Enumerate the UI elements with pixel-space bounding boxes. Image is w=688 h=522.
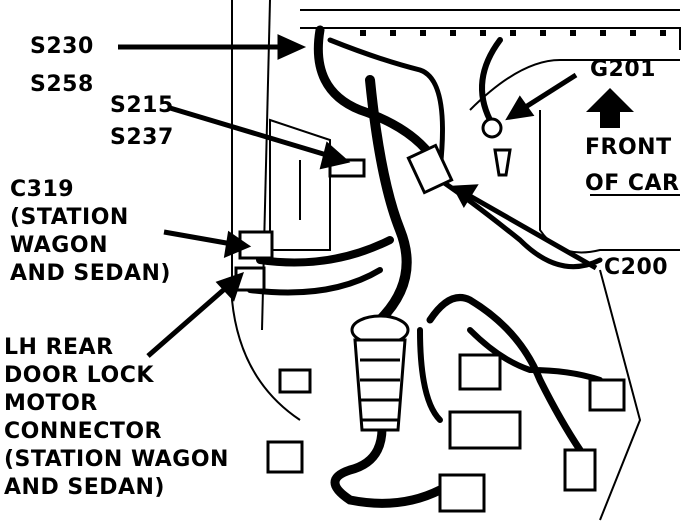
label-front: FRONT	[585, 135, 672, 160]
label-g201: G201	[590, 57, 656, 82]
wire-harness	[247, 25, 603, 508]
rail-holes	[360, 30, 666, 36]
front-of-car-arrow	[586, 88, 634, 128]
label-s215: S215	[110, 93, 174, 118]
label-lh-rear-line: AND SEDAN)	[4, 475, 165, 500]
label-lh-rear-line: LH REAR	[4, 335, 114, 360]
label-c319-line: (STATION	[10, 205, 129, 230]
label-lh-rear-line: DOOR LOCK	[4, 363, 154, 388]
grommet-boot	[350, 314, 410, 432]
label-c319-line: C319	[10, 177, 75, 202]
label-c319: C319 (STATION WAGON AND SEDAN)	[10, 176, 171, 288]
connectors	[234, 143, 626, 513]
label-lh-rear-line: MOTOR	[4, 391, 98, 416]
label-s237: S237	[110, 125, 174, 150]
ground-terminal	[481, 117, 512, 177]
label-s258: S258	[30, 72, 94, 97]
label-c319-line: WAGON	[10, 233, 108, 258]
label-c200: C200	[604, 255, 669, 280]
label-c319-line: AND SEDAN)	[10, 261, 171, 286]
label-lh-rear-line: CONNECTOR	[4, 419, 162, 444]
label-s230: S230	[30, 34, 94, 59]
label-lh-rear-door: LH REAR DOOR LOCK MOTOR CONNECTOR (STATI…	[4, 334, 229, 502]
label-of-car: OF CAR	[585, 171, 680, 196]
label-lh-rear-line: (STATION WAGON	[4, 447, 229, 472]
callout-arrows	[118, 34, 598, 358]
